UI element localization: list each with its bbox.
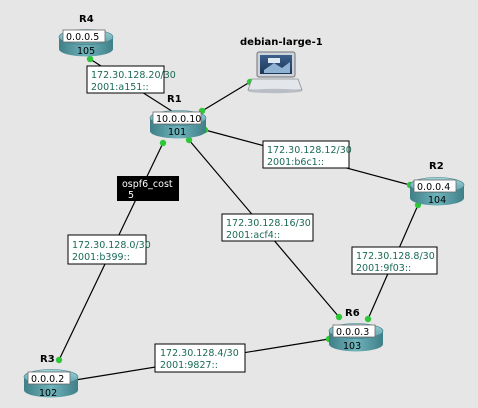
ipv6-label: 2001:acf4:: [226,230,280,241]
ipv6-label: 2001:b399:: [72,252,130,263]
router-id: 0.0.0.4 [417,182,450,193]
ipv6-label: 2001:a151:: [91,82,149,93]
router-number: 105 [77,46,95,57]
router-name: R6 [345,308,360,319]
subnet-label: 172.30.128.4/30 [160,348,239,359]
endpoint-dot [364,315,372,323]
ipv6-label: 2001:9f03:: [356,263,411,274]
router-r3[interactable]: R3 0.0.0.2 102 [23,354,79,399]
router-name: R1 [167,94,182,105]
link-label-r3-r6[interactable]: 172.30.128.4/30 2001:9827:: [154,343,246,373]
subnet-label: 172.30.128.20/30 [91,70,176,81]
router-r4[interactable]: R4 0.0.0.5 105 [58,14,114,57]
router-name: R2 [429,161,444,172]
link-label-r1-r3[interactable]: 172.30.128.0/30 2001:b399:: [67,234,151,265]
endpoint-dot [185,136,193,144]
host-name: debian-large-1 [240,37,323,48]
subnet-label: 172.30.128.8/30 [356,251,435,262]
router-id: 0.0.0.5 [66,32,99,43]
link-label-r1-r2[interactable]: 172.30.128.12/30 2001:b6c1:: [262,140,352,169]
router-id-box [332,324,376,338]
router-name: R3 [40,354,55,365]
router-id-box [152,111,202,125]
router-number: 104 [428,195,446,206]
router-id-box [62,29,106,43]
router-id: 0.0.0.2 [31,374,64,385]
router-id-box [27,371,71,385]
ospf-cost-tag[interactable]: ospf6_cost 5 [117,176,179,201]
host-debian-large-1[interactable]: debian-large-1 [240,37,323,94]
computer-icon [247,51,303,94]
link-host-r1[interactable] [201,81,251,112]
link-label-r2-r6[interactable]: 172.30.128.8/30 2001:9f03:: [351,246,438,275]
ipv6-label: 2001:9827:: [160,360,218,371]
router-number: 102 [39,388,57,399]
router-number: 103 [343,341,361,352]
link-label-r4-r1[interactable]: 172.30.128.20/30 2001:a151:: [86,65,176,94]
endpoint-dot [55,356,63,364]
router-name: R4 [79,14,94,25]
ipv6-label: 2001:b6c1:: [267,157,324,168]
subnet-label: 172.30.128.0/30 [72,240,151,251]
subnet-label: 172.30.128.16/30 [226,218,311,229]
router-r1[interactable]: R1 10.0.0.10 101 [149,94,207,139]
ospf-cost-value: 5 [128,190,134,201]
link-label-r1-r6[interactable]: 172.30.128.16/30 2001:acf4:: [221,213,314,242]
ospf-cost-label: ospf6_cost [122,179,173,190]
subnet-label: 172.30.128.12/30 [267,145,352,156]
router-number: 101 [168,127,186,138]
router-id-box [413,179,457,193]
router-id: 0.0.0.3 [336,327,369,338]
endpoint-dot [159,139,167,147]
endpoint-dot [335,313,343,321]
endpoint-dot [86,55,94,63]
router-r6[interactable]: R6 0.0.0.3 103 [328,308,384,352]
router-id: 10.0.0.10 [156,114,201,125]
router-r2[interactable]: R2 0.0.0.4 104 [409,161,465,206]
